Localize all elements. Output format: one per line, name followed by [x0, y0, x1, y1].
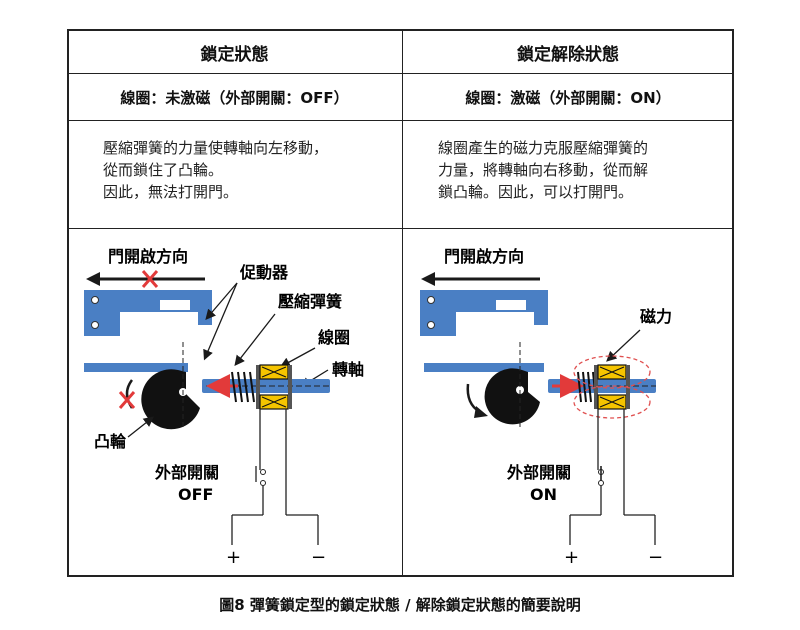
locked-title: 鎖定狀態	[200, 45, 269, 65]
row-divider-2	[67, 120, 734, 121]
locked-actuator-plate	[84, 290, 212, 336]
unlocked-desc-line-3: 鎖凸輪。因此，可以打開門。	[438, 183, 634, 201]
locked-switch-icon	[255, 460, 266, 515]
locked-coil-label: 線圈	[318, 328, 350, 347]
unlocked-door-direction: 門開啟方向	[444, 247, 524, 266]
unlocked-door-arrowhead	[421, 272, 435, 286]
locked-switch-label: 外部開關	[154, 463, 219, 482]
row-divider-1	[67, 73, 734, 74]
unlocked-magnetic-force-label: 磁力	[640, 307, 672, 326]
unlocked-desc-line-2: 力量，將轉軸向右移動，從而解	[438, 161, 649, 179]
unlocked-actuator-bar	[424, 363, 544, 372]
locked-switch-state: OFF	[178, 485, 213, 504]
unlocked-diagram: 門開啟方向 磁力	[420, 247, 672, 568]
locked-desc-line-1: 壓縮彈簧的力量使轉軸向左移動，	[103, 139, 329, 157]
locked-blocked-x-icon	[141, 270, 159, 288]
locked-plus-terminal: +	[226, 547, 241, 568]
unlocked-actuator-plate	[420, 290, 548, 336]
unlocked-magnetic-flux	[573, 355, 651, 419]
locked-actuator-slot	[160, 300, 190, 310]
unlocked-switch-label: 外部開關	[506, 463, 571, 482]
locked-cam-label: 凸輪	[94, 432, 127, 451]
unlocked-switch-icon	[597, 460, 604, 515]
unlocked-title: 鎖定解除狀態	[517, 45, 619, 65]
locked-cam-x-icon	[118, 391, 136, 409]
column-divider	[402, 29, 403, 577]
figure-caption: 圖8 彈簧鎖定型的鎖定狀態 / 解除鎖定狀態的簡要說明	[219, 596, 581, 614]
unlocked-description: 線圈產生的磁力克服壓縮彈簧的 力量，將轉軸向右移動，從而解 鎖凸輪。因此，可以打…	[438, 137, 648, 203]
unlocked-plus-terminal: +	[564, 547, 579, 568]
locked-description: 壓縮彈簧的力量使轉軸向左移動， 從而鎖住了凸輪。 因此，無法打開門。	[103, 137, 328, 203]
locked-door-arrowhead	[86, 272, 100, 286]
locked-desc-line-3: 因此，無法打開門。	[103, 183, 239, 201]
locked-shaft-label: 轉軸	[332, 360, 364, 379]
locked-subtitle: 線圈：未激磁（外部開關：OFF）	[120, 89, 349, 107]
unlocked-subtitle: 線圈：激磁（外部開關：ON）	[465, 89, 671, 107]
unlocked-switch-state: ON	[530, 485, 557, 504]
locked-cam	[141, 369, 200, 430]
locked-diagram: 門開啟方向 促動器 壓縮彈簧 線圈 轉軸	[84, 247, 364, 568]
locked-actuator-bar	[84, 363, 188, 372]
locked-spring	[231, 371, 255, 403]
locked-door-direction: 門開啟方向	[108, 247, 188, 266]
unlocked-actuator-slot	[496, 300, 526, 310]
unlocked-cam-rotation-arrow	[466, 383, 481, 414]
row-divider-3	[67, 228, 734, 229]
unlocked-minus-terminal: −	[648, 547, 663, 568]
locked-actuator-label: 促動器	[239, 263, 289, 282]
locked-minus-terminal: −	[311, 547, 326, 568]
unlocked-cam	[484, 368, 540, 425]
table-frame	[67, 29, 734, 577]
locked-desc-line-2: 從而鎖住了凸輪。	[103, 161, 224, 179]
unlocked-spring	[577, 371, 597, 403]
locked-spring-label: 壓縮彈簧	[278, 292, 342, 311]
unlocked-desc-line-1: 線圈產生的磁力克服壓縮彈簧的	[438, 139, 649, 157]
